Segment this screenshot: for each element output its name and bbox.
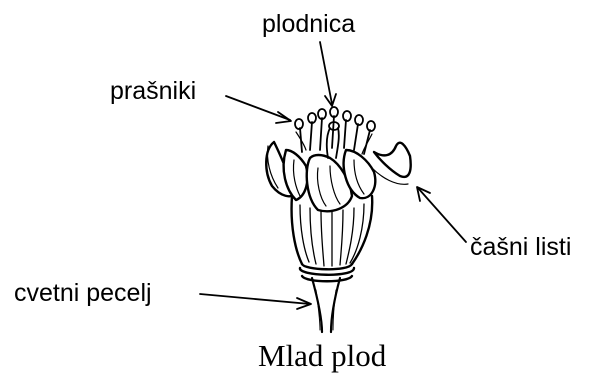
leader-casni-listi [417, 187, 466, 242]
leader-cvetni-pecelj [200, 294, 311, 309]
label-peduncle: cvetni pecelj [14, 281, 152, 306]
stalk [312, 278, 340, 332]
leader-prasniki [226, 96, 291, 123]
leader-plodnica [320, 42, 336, 106]
figure-caption: Mlad plod [258, 340, 386, 371]
label-stamens: prašniki [110, 79, 196, 104]
receptacle-ring [300, 264, 354, 281]
sepals [266, 142, 410, 211]
label-sepals: čašni listi [470, 235, 571, 260]
label-ovary: plodnica [262, 12, 355, 37]
